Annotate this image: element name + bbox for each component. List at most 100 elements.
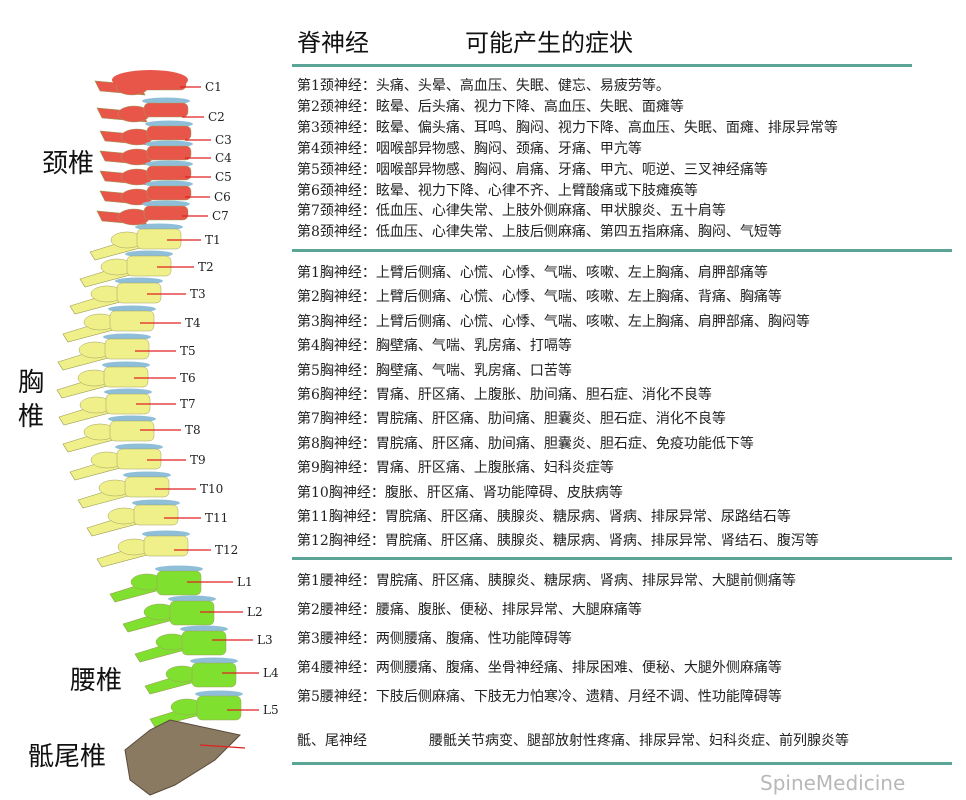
vertebra-label: T12 — [215, 543, 239, 557]
nerve-label: 第11胸神经： — [297, 509, 385, 525]
vertebra-label: T9 — [190, 453, 206, 467]
vertebral-body — [156, 570, 202, 596]
symptoms-text: 上臂后侧痛、心慌、心悸、气喘、咳嗽、左上胸痛、肩胛部痛等 — [375, 265, 768, 281]
vertebra-label: T10 — [200, 482, 224, 496]
vertebra-label: L4 — [263, 666, 279, 680]
nerve-label: 骶、尾神经 — [297, 733, 367, 749]
vertebral-body — [181, 630, 227, 656]
symptoms-text: 低血压、心律失常、上肢外侧麻痛、甲状腺炎、五十肩等 — [375, 203, 726, 220]
header-symptoms: 可能产生的症状 — [465, 29, 633, 57]
cervical-nerve-row: 第5颈神经：咽喉部异物感、胸闷、肩痛、牙痛、甲亢、呃逆、三叉神经痛等 — [297, 162, 768, 178]
nerve-label: 第4胸神经： — [297, 338, 376, 355]
vertebral-body — [103, 366, 149, 388]
vertebral-body — [124, 476, 170, 498]
nerve-label: 第1胸神经： — [297, 265, 376, 281]
nerve-label: 第1颈神经： — [297, 78, 376, 94]
vertebral-body — [116, 282, 162, 304]
vertebral-body — [126, 255, 172, 277]
nerve-label: 第3颈神经： — [297, 119, 376, 136]
symptoms-text: 腹胀、肝区痛、肾功能障碍、皮肤病等 — [384, 484, 623, 501]
thoracic-nerve-row: 第3胸神经：上臂后侧痛、心慌、心悸、气喘、咳嗽、左上胸痛、肩胛部痛、胸闷等 — [297, 314, 810, 330]
header-spinal-nerve: 脊神经 — [297, 29, 369, 57]
nerve-label: 第10胸神经： — [297, 484, 385, 501]
vertebra-label: C1 — [205, 80, 222, 94]
vertebra-label: T6 — [180, 371, 196, 385]
vertebra-label: L3 — [257, 633, 273, 647]
vertebral-body — [109, 310, 155, 332]
vertebra-label: T3 — [190, 287, 206, 301]
vertebral-body — [143, 102, 189, 118]
symptoms-text: 胃脘痛、肝区痛、胰腺炎、糖尿病、肾病、排尿异常、大腿前侧痛等 — [375, 573, 796, 589]
vertebra-label: C2 — [208, 110, 225, 124]
symptoms-text: 低血压、心律失常、上肢后侧麻痛、第四五指麻痛、胸闷、气短等 — [375, 224, 782, 241]
sacral-nerve-row: 骶、尾神经 腰骶关节病变、腿部放射性疼痛、排尿异常、妇科炎症、前列腺炎等 — [297, 733, 849, 749]
vertebra-label: T7 — [180, 397, 196, 411]
cervical-nerve-row: 第8颈神经：低血压、心律失常、上肢后侧麻痛、第四五指麻痛、胸闷、气短等 — [297, 224, 782, 240]
vertebra-label: C6 — [214, 190, 231, 204]
thoracic-nerve-row: 第1胸神经：上臂后侧痛、心慌、心悸、气喘、咳嗽、左上胸痛、肩胛部痛等 — [297, 265, 768, 281]
nerve-label: 第5胸神经： — [297, 362, 376, 379]
nerve-label: 第4颈神经： — [297, 140, 376, 157]
vertebra-label: C3 — [215, 133, 232, 147]
atlas-vertebra — [112, 70, 188, 90]
symptoms-text: 胸壁痛、气喘、乳房痛、打嗝等 — [375, 338, 572, 355]
symptoms-text: 咽喉部异物感、胸闷、肩痛、牙痛、甲亢、呃逆、三叉神经痛等 — [375, 161, 768, 178]
vertebral-body — [146, 165, 192, 181]
cervical-nerve-row: 第6颈神经：眩晕、视力下降、心律不齐、上臂酸痛或下肢瘫痪等 — [297, 183, 698, 199]
vertebral-body — [169, 600, 215, 626]
nerve-label: 第6颈神经： — [297, 182, 376, 199]
nerve-label: 第3胸神经： — [297, 313, 376, 330]
thoracic-nerve-row: 第9胸神经：胃痛、肝区痛、上腹胀痛、妇科炎症等 — [297, 460, 614, 476]
region-label-cervical: 颈椎 — [42, 149, 95, 179]
vertebral-body — [191, 662, 237, 688]
nerve-label: 第7胸神经： — [297, 411, 376, 428]
vertebral-body — [146, 145, 192, 161]
nerve-label: 第7颈神经： — [297, 203, 376, 220]
vertebra-label: L2 — [247, 605, 263, 619]
nerve-label: 第4腰神经： — [297, 660, 376, 676]
nerve-label: 第2颈神经： — [297, 98, 376, 115]
cervical-nerve-row: 第1颈神经：头痛、头晕、高血压、失眠、健忘、易疲劳等。 — [297, 78, 670, 94]
symptoms-text: 胸壁痛、气喘、乳房痛、口苦等 — [375, 362, 572, 379]
thoracic-nerve-row: 第6胸神经：胃痛、肝区痛、上腹胀、肋间痛、胆石症、消化不良等 — [297, 387, 712, 403]
divider-bottom — [292, 762, 952, 765]
divider-thoracic — [292, 557, 952, 560]
symptoms-text: 胃脘痛、肝区痛、胰腺炎、糖尿病、肾病、排尿异常、尿路结石等 — [384, 509, 791, 525]
nerve-label: 第8胸神经： — [297, 435, 376, 452]
symptoms-text: 两侧腰痛、腹痛、性功能障碍等 — [375, 631, 572, 647]
vertebra-label: C5 — [215, 170, 232, 184]
symptoms-text: 腰骶关节病变、腿部放射性疼痛、排尿异常、妇科炎症、前列腺炎等 — [429, 733, 849, 749]
nerve-label: 第2胸神经： — [297, 289, 376, 306]
lumbar-nerve-row: 第5腰神经：下肢后侧麻痛、下肢无力怕寒冷、遗精、月经不调、性功能障碍等 — [297, 689, 782, 705]
thoracic-nerve-row: 第5胸神经：胸壁痛、气喘、乳房痛、口苦等 — [297, 363, 572, 379]
vertebra-label: T8 — [185, 423, 201, 437]
vertebra-label: C4 — [215, 151, 232, 165]
thoracic-nerve-row: 第4胸神经：胸壁痛、气喘、乳房痛、打嗝等 — [297, 338, 572, 354]
symptoms-text: 胃脘痛、肝区痛、胰腺炎、糖尿病、肾病、排尿异常、肾结石、腹泻等 — [384, 533, 819, 550]
symptoms-text: 咽喉部异物感、胸闷、颈痛、牙痛、甲亢等 — [375, 140, 642, 157]
symptoms-text: 胃痛、肝区痛、上腹胀、肋间痛、胆石症、消化不良等 — [375, 387, 712, 403]
vertebra-label: T11 — [205, 511, 229, 525]
region-label-thoracic: 胸椎 — [18, 368, 45, 432]
vertebral-body — [196, 695, 242, 721]
vertebra-label: T4 — [185, 316, 201, 330]
region-label-sacral: 骶尾椎 — [28, 742, 107, 772]
vertebra-label: C7 — [212, 209, 229, 223]
vertebral-body — [143, 535, 189, 557]
lumbar-nerve-row: 第4腰神经：两侧腰痛、腹痛、坐骨神经痛、排尿困难、便秘、大腿外侧麻痛等 — [297, 660, 782, 676]
vertebra-label: T5 — [180, 344, 196, 358]
nerve-label: 第2腰神经： — [297, 602, 376, 618]
vertebral-body — [146, 185, 192, 201]
lumbar-nerve-row: 第2腰神经：腰痛、腹胀、便秘、排尿异常、大腿麻痛等 — [297, 602, 642, 618]
thoracic-nerve-row: 第2胸神经：上臂后侧痛、心慌、心悸、气喘、咳嗽、左上胸痛、背痛、胸痛等 — [297, 289, 782, 305]
spine-illustration — [56, 70, 259, 796]
symptoms-text: 上臂后侧痛、心慌、心悸、气喘、咳嗽、左上胸痛、肩胛部痛、胸闷等 — [375, 313, 810, 330]
watermark: SpineMedicine — [760, 771, 906, 795]
vertebral-body — [116, 448, 162, 470]
thoracic-nerve-row: 第11胸神经：胃脘痛、肝区痛、胰腺炎、糖尿病、肾病、排尿异常、尿路结石等 — [297, 509, 791, 525]
cervical-nerve-row: 第3颈神经：眩晕、偏头痛、耳鸣、胸闷、视力下降、高血压、失眠、面瘫、排尿异常等 — [297, 120, 838, 136]
symptoms-text: 头痛、头晕、高血压、失眠、健忘、易疲劳等。 — [375, 78, 670, 94]
vertebral-body — [133, 504, 179, 526]
region-label-lumbar: 腰椎 — [70, 666, 123, 696]
symptoms-text: 腰痛、腹胀、便秘、排尿异常、大腿麻痛等 — [375, 602, 642, 618]
